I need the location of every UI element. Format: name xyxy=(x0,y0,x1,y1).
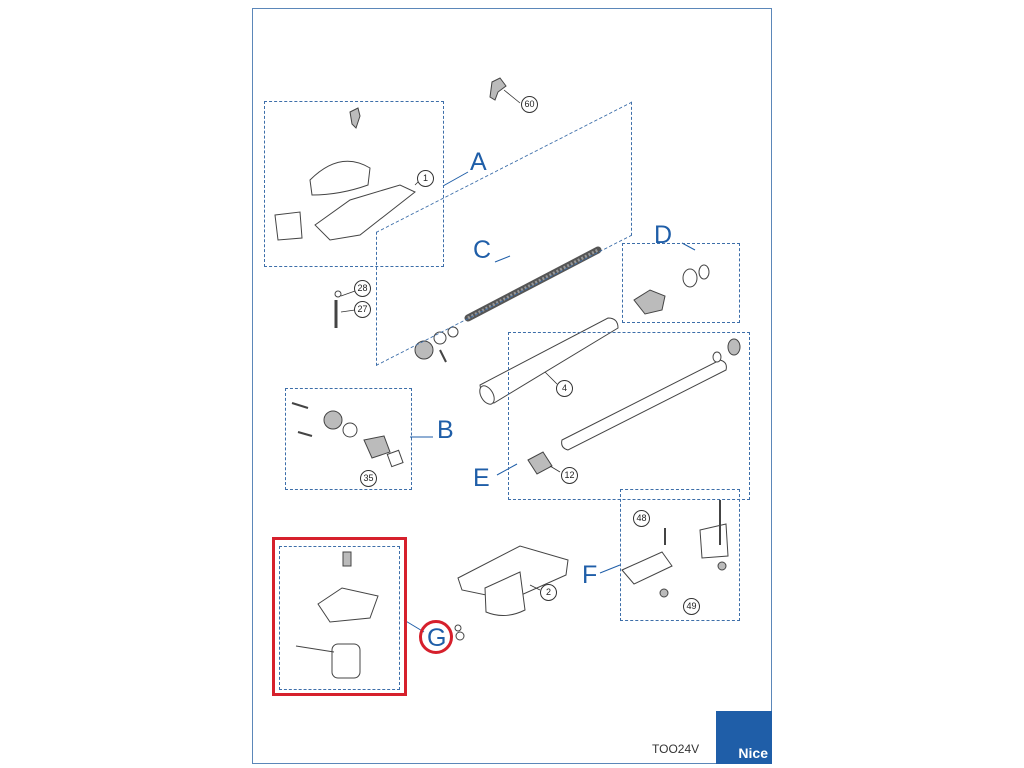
group-b-box xyxy=(285,388,412,490)
motor-parts xyxy=(295,551,465,679)
callout-28[interactable]: 28 xyxy=(354,280,371,297)
threaded-shaft xyxy=(414,246,602,363)
group-label-e[interactable]: E xyxy=(473,464,490,492)
inner-rod xyxy=(527,338,741,475)
group-label-f[interactable]: F xyxy=(582,561,598,589)
base-housing xyxy=(457,545,569,616)
callout-2[interactable]: 2 xyxy=(540,584,557,601)
group-f-box xyxy=(620,489,740,621)
group-e-box xyxy=(508,332,750,500)
model-code: TOO24V xyxy=(652,742,700,756)
callout-1[interactable]: 1 xyxy=(417,170,434,187)
group-d-box xyxy=(622,243,740,323)
callout-48[interactable]: 48 xyxy=(633,510,650,527)
group-label-b[interactable]: B xyxy=(437,416,454,444)
highlight-frame xyxy=(272,537,407,696)
group-a-box xyxy=(264,101,444,267)
brand-name: Nice xyxy=(738,745,768,761)
end-cap-parts xyxy=(633,264,710,315)
gear-parts xyxy=(291,402,404,468)
cover-parts xyxy=(274,107,421,241)
group-label-a[interactable]: A xyxy=(470,148,487,176)
callout-35[interactable]: 35 xyxy=(360,470,377,487)
callout-27[interactable]: 27 xyxy=(354,301,371,318)
callout-4[interactable]: 4 xyxy=(556,380,573,397)
callout-12[interactable]: 12 xyxy=(561,467,578,484)
key-part xyxy=(489,77,521,104)
highlight-circle xyxy=(419,620,453,654)
group-g-box xyxy=(279,546,400,690)
group-label-c[interactable]: C xyxy=(473,236,492,264)
group-label-d[interactable]: D xyxy=(654,221,673,249)
bracket-parts xyxy=(621,500,729,598)
outer-tube xyxy=(479,317,619,405)
callout-49[interactable]: 49 xyxy=(683,598,700,615)
group-label-g[interactable]: G xyxy=(427,624,447,652)
brand-logo: Nice xyxy=(716,711,772,764)
callout-60[interactable]: 60 xyxy=(521,96,538,113)
screw-parts xyxy=(334,290,356,328)
